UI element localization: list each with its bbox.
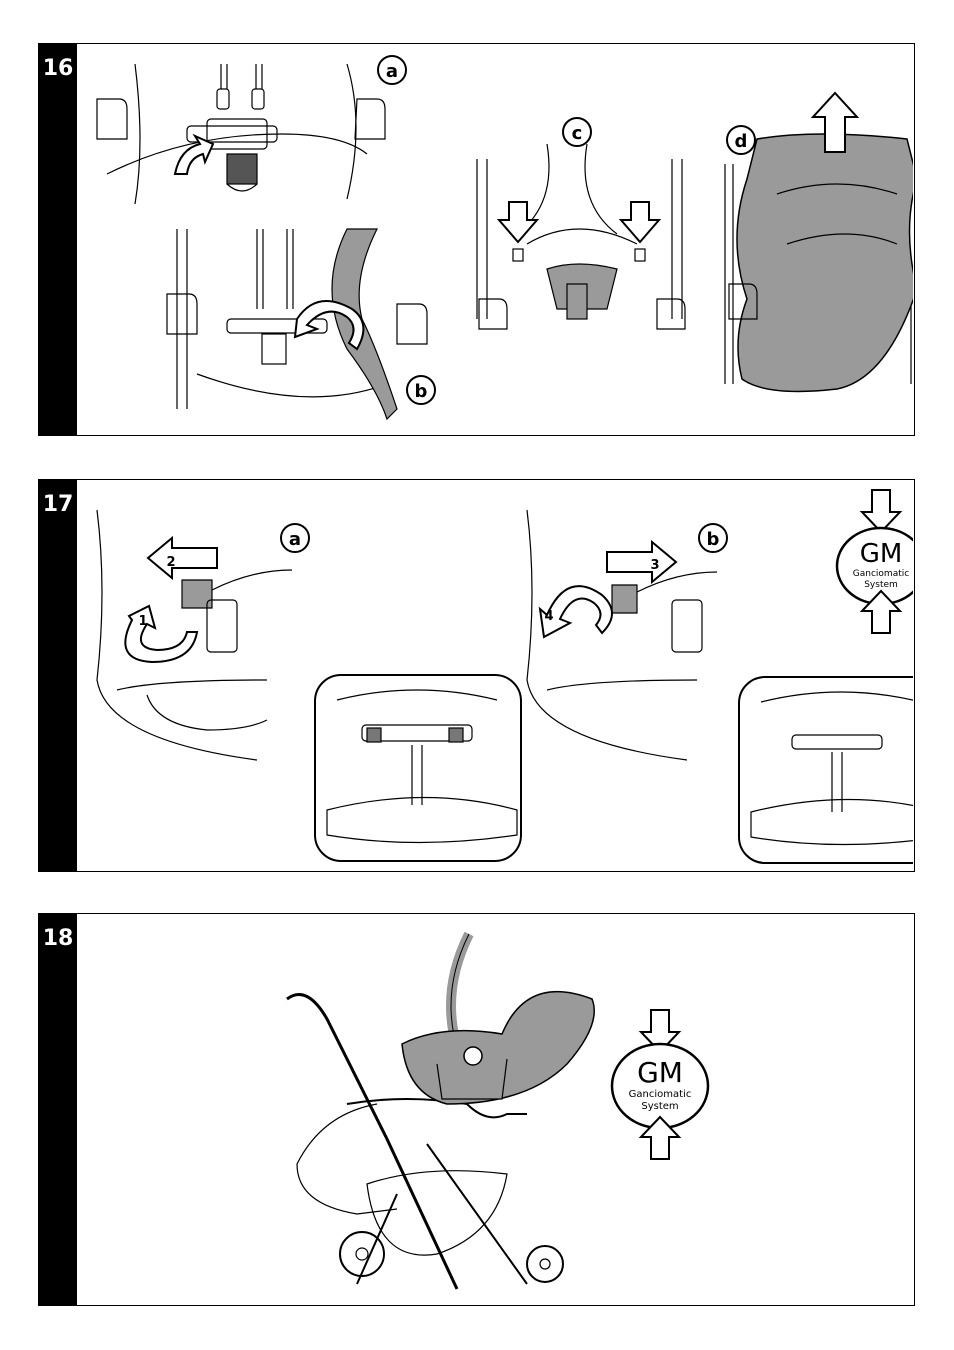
arrow-number-4: 4 [544,609,553,624]
right-arrow-icon [606,539,678,585]
inset-buckled-harness-b [738,676,913,864]
step-number: 16 [42,56,74,81]
step-17-illustration: a b 1 2 3 4 GM Ganciomatic System [96,489,913,864]
up-arrow-icon [810,91,860,153]
logo-line-1: Ganciomatic [629,1089,692,1100]
step-number: 17 [42,492,74,517]
step-18-panel: 18 [38,913,915,1306]
buckle-open-illustration-a [96,509,293,761]
logo-gm-text: GM [860,539,903,569]
logo-gm-text: GM [637,1056,683,1089]
step-number-bar: 18 [39,914,77,1305]
label-a: a [386,61,398,82]
buckle-close-illustration-b [526,509,718,761]
step-18-illustration: GM Ganciomatic System [286,931,710,1290]
inset-buckled-harness-a [314,674,522,862]
ganciomatic-logo [835,489,913,634]
ganciomatic-logo [610,1009,710,1160]
arrow-number-3: 3 [650,558,659,573]
arrow-number-2: 2 [166,555,175,570]
curved-arrow-icon [124,604,199,664]
step-number-bar: 17 [39,480,77,871]
down-arrow-icon [496,201,540,244]
curved-arrow-icon [293,300,365,351]
left-arrow-icon [146,535,218,581]
step-16-illustration: a b c d [96,55,913,421]
seat-hooks-illustration-c [476,143,686,330]
label-b: b [415,381,428,402]
arrow-number-1: 1 [138,614,147,629]
label-b: b [707,529,720,550]
label-c: c [572,123,583,144]
logo-line-1: Ganciomatic [853,569,909,579]
curved-arrow-icon [538,585,613,639]
label-d: d [735,131,748,152]
step-17-panel: 17 [38,479,915,872]
down-arrow-icon [618,201,662,244]
label-a: a [289,529,301,550]
stroller-with-car-seat-illustration [286,931,595,1290]
logo-line-2: System [641,1101,678,1112]
step-16-panel: 16 [38,43,915,436]
step-number: 18 [42,926,74,951]
curved-arrow-icon [173,133,215,175]
seat-cover-illustration-d [724,133,913,393]
logo-line-2: System [864,580,898,590]
step-number-bar: 16 [39,44,77,435]
harness-pad-illustration-b [166,228,428,421]
harness-buckle-illustration-a [96,63,386,205]
